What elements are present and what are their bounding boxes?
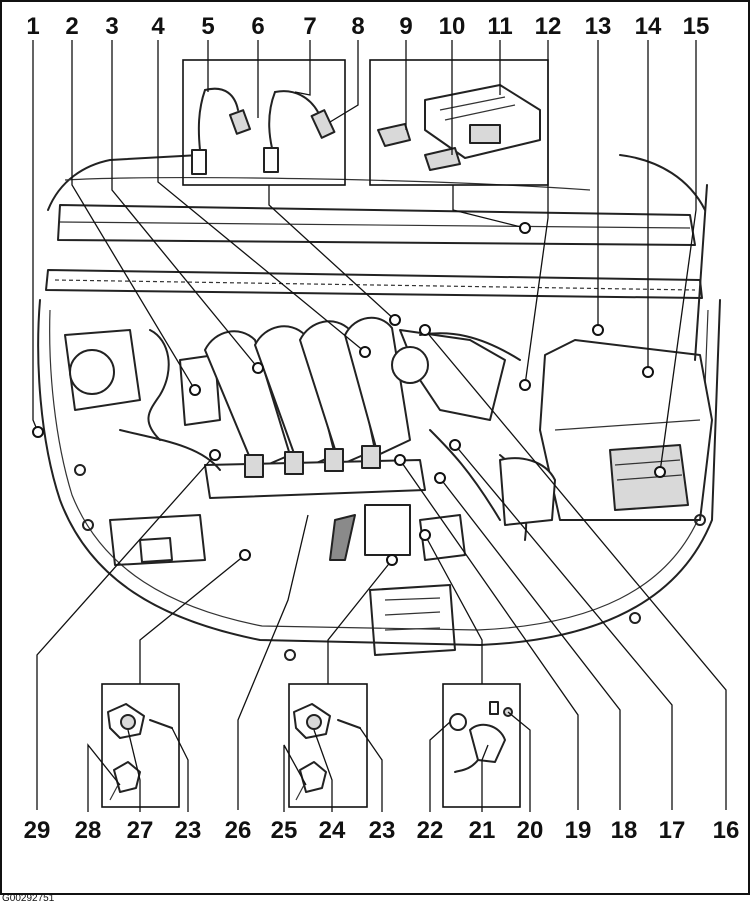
inset-leader-lines: [87, 40, 531, 812]
bottom-callout-labels: 29 28 27 23 26 25 24 23 22 21 20 19 18 1…: [24, 817, 740, 844]
callout-label-1: 1: [26, 13, 39, 40]
callout-label-20: 20: [517, 817, 544, 844]
callout-label-17: 17: [659, 817, 686, 844]
callout-label-23-a: 23: [175, 817, 202, 844]
callout-label-15: 15: [683, 13, 710, 40]
callout-label-25: 25: [271, 817, 298, 844]
callout-label-16: 16: [713, 817, 740, 844]
top-callout-labels: 1 2 3 4 5 6 7 8 9 10 11 12 13 14 15: [26, 13, 709, 40]
callout-label-14: 14: [635, 13, 662, 40]
callout-label-26: 26: [225, 817, 252, 844]
callout-label-2: 2: [65, 13, 78, 40]
callout-label-6: 6: [251, 13, 264, 40]
callout-label-23-b: 23: [369, 817, 396, 844]
callout-label-4: 4: [151, 13, 165, 40]
callout-label-21: 21: [469, 817, 496, 844]
inset-oxygen-sensors: [182, 59, 346, 186]
callout-label-10: 10: [439, 13, 466, 40]
figure-code: G00292751: [2, 893, 55, 904]
callout-label-12: 12: [535, 13, 562, 40]
callout-label-19: 19: [565, 817, 592, 844]
callout-label-13: 13: [585, 13, 612, 40]
inset-knock-sensor-2: [288, 683, 368, 808]
callout-label-29: 29: [24, 817, 51, 844]
callout-label-7: 7: [303, 13, 316, 40]
callout-label-5: 5: [201, 13, 214, 40]
callout-label-18: 18: [611, 817, 638, 844]
callout-label-28: 28: [75, 817, 102, 844]
callout-label-11: 11: [487, 13, 512, 40]
engine-bay-art: [37, 154, 721, 661]
callout-label-24: 24: [319, 817, 346, 844]
callout-label-22: 22: [417, 817, 444, 844]
callout-label-9: 9: [399, 13, 412, 40]
inset-engine-control-module: [369, 59, 549, 186]
callout-label-27: 27: [127, 817, 154, 844]
callout-label-3: 3: [105, 13, 118, 40]
callout-label-8: 8: [351, 13, 364, 40]
callout-dots: [32, 222, 666, 566]
